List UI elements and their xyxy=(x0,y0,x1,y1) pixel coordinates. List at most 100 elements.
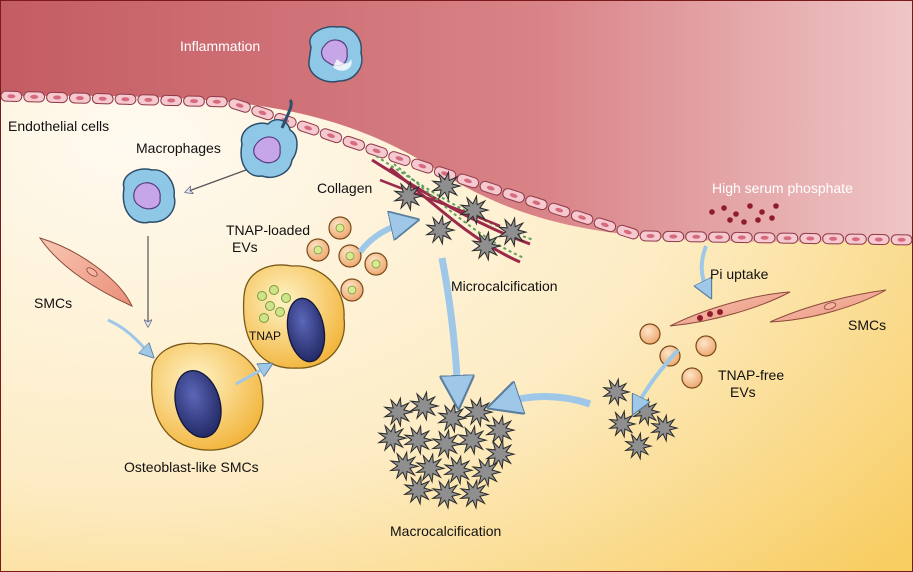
tnap-expressing-cell xyxy=(242,264,345,369)
phosphate-dot xyxy=(733,211,739,217)
lumen-macrophage xyxy=(308,25,363,83)
ev-tnap-cargo xyxy=(347,285,357,295)
phosphate-dot xyxy=(755,217,761,223)
endothelial-nucleus xyxy=(98,96,107,101)
endothelial-nucleus xyxy=(395,156,404,161)
endothelial-nucleus xyxy=(509,193,518,198)
crystal xyxy=(414,452,446,484)
crystal xyxy=(402,474,434,506)
label-microcalcification: Microcalcification xyxy=(451,278,558,294)
endothelial-nucleus xyxy=(121,97,130,102)
serum-phosphate-dots xyxy=(709,203,779,225)
tnap-dot xyxy=(269,285,279,295)
label-inflammation: Inflammation xyxy=(180,38,260,54)
smc-left xyxy=(38,237,134,307)
endothelial-nucleus xyxy=(53,95,62,100)
endothelial-nucleus xyxy=(737,235,746,240)
endothelial-nucleus xyxy=(783,236,792,241)
tnap-dot xyxy=(275,307,285,317)
label-macrocalcification: Macrocalcification xyxy=(390,523,501,539)
label-pi-uptake: Pi uptake xyxy=(710,266,769,282)
endothelial-nucleus xyxy=(692,234,701,239)
phosphate-dot xyxy=(773,203,779,209)
label-tnap-free-evs-line2: EVs xyxy=(730,384,756,400)
crystal xyxy=(607,409,637,439)
arrow-osteoblast-to-tnap xyxy=(235,366,268,386)
crystal xyxy=(649,413,679,443)
endothelial-nucleus xyxy=(418,163,427,169)
smc-pi-uptake xyxy=(669,291,791,327)
crystal xyxy=(392,180,424,212)
crystal xyxy=(402,424,434,456)
crystal xyxy=(470,456,502,488)
endothelial-nucleus xyxy=(235,103,244,108)
microcalcification-crystals xyxy=(392,170,528,262)
label-tnap-loaded-evs-line1: TNAP-loaded xyxy=(226,222,310,238)
crystal xyxy=(484,438,516,470)
endothelial-nucleus xyxy=(829,236,838,241)
crystal xyxy=(430,478,462,510)
crystal xyxy=(424,214,456,246)
arrow-right-to-macro xyxy=(500,397,592,405)
crystal xyxy=(458,194,490,226)
ev-tnap-cargo xyxy=(335,223,345,233)
endothelial-nucleus xyxy=(372,148,381,154)
crystal xyxy=(408,390,440,422)
tnap-dot xyxy=(281,293,291,303)
crystal xyxy=(602,377,631,407)
ev-tnap-cargo xyxy=(371,259,381,269)
label-high-serum-phosphate: High serum phosphate xyxy=(712,180,853,196)
ev-free xyxy=(639,323,661,345)
endothelial-nucleus xyxy=(623,229,632,235)
vessel-lumen xyxy=(0,0,913,242)
crystal xyxy=(456,424,488,456)
crystal xyxy=(442,454,474,486)
endothelial-nucleus xyxy=(897,237,906,242)
endothelial-nucleus xyxy=(7,94,16,99)
endothelial-nucleus xyxy=(669,234,678,239)
tnap-dot xyxy=(259,313,269,323)
phosphate-dot xyxy=(741,219,747,225)
crystal xyxy=(430,170,462,202)
tnap-vesicle-dots xyxy=(257,285,291,323)
endothelial-nucleus xyxy=(212,99,221,104)
endothelial-nucleus xyxy=(715,235,723,240)
smc-right xyxy=(769,289,887,323)
label-macrophages: Macrophages xyxy=(136,140,221,156)
crystal xyxy=(430,428,462,460)
endothelial-nucleus xyxy=(167,98,176,103)
macrophage-lower xyxy=(122,168,176,224)
ev-tnap-cargo xyxy=(313,245,323,255)
tnap-loaded-evs xyxy=(306,216,388,302)
endothelial-nucleus xyxy=(75,96,84,101)
endothelial-nucleus xyxy=(349,141,358,146)
endothelial-nucleus xyxy=(601,222,609,228)
crystal xyxy=(436,402,468,434)
endothelial-nucleus xyxy=(646,233,655,239)
phosphate-dot xyxy=(747,203,753,209)
endothelial-nucleus xyxy=(851,237,860,242)
tnap-dot xyxy=(265,301,275,311)
crystal xyxy=(496,216,528,248)
phosphate-dot xyxy=(769,215,775,221)
label-tnap: TNAP xyxy=(249,329,281,343)
endothelial-nucleus xyxy=(464,178,472,184)
endothelial-nucleus xyxy=(486,185,495,191)
label-endothelial-cells: Endothelial cells xyxy=(8,118,109,134)
arrow-evs-to-collagen xyxy=(357,222,408,254)
arrow-evs-to-crystals xyxy=(636,348,680,408)
arrow-pi-uptake xyxy=(702,245,708,292)
label-smcs-right: SMCs xyxy=(848,317,886,333)
phosphate-dot xyxy=(721,205,727,211)
endothelial-nucleus xyxy=(258,110,267,116)
endothelial-nucleus xyxy=(144,97,153,102)
tnap-free-evs xyxy=(639,323,717,389)
endothelial-nucleus xyxy=(555,207,564,213)
arrow-micro-to-macro xyxy=(438,257,458,396)
endothelial-nucleus xyxy=(578,215,586,220)
phosphate-dot xyxy=(709,209,715,215)
label-tnap-loaded-evs-line2: EVs xyxy=(232,239,258,255)
crystal xyxy=(388,450,420,482)
